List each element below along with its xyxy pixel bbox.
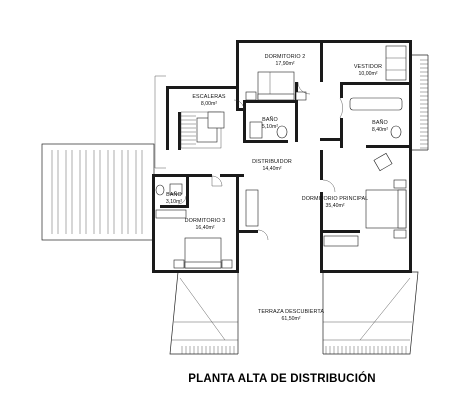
room-bano-3-area: 3,10m² xyxy=(166,199,182,205)
room-dormitorio-principal-area: 35,40m² xyxy=(325,203,344,209)
furniture xyxy=(155,45,407,269)
room-dormitorio-3-name: DORMITORIO 3 xyxy=(185,218,226,224)
right-railing xyxy=(411,54,429,151)
room-labels: DORMITORIO 2 17,90m² VESTIDOR 10,00m² ES… xyxy=(166,54,388,322)
room-dormitorio-2-name: DORMITORIO 2 xyxy=(265,54,306,60)
room-vestidor-area: 10,00m² xyxy=(358,71,377,77)
room-terraza-descubierta-area: 61,50m² xyxy=(281,316,300,322)
room-vestidor-name: VESTIDOR xyxy=(354,64,382,70)
room-escaleras-area: 8,00m² xyxy=(201,101,217,107)
room-bano-2-area: 8,40m² xyxy=(372,127,388,133)
room-bano-3-name: BAÑO xyxy=(166,191,182,198)
room-terraza-descubierta-name: TERRAZA DESCUBIERTA xyxy=(258,309,324,315)
left-canopy xyxy=(41,143,155,241)
room-bano-2-name: BAÑO xyxy=(372,119,388,126)
room-bano-1-area: 5,10m² xyxy=(262,124,278,130)
room-dormitorio-3-area: 16,40m² xyxy=(195,225,214,231)
walls xyxy=(152,40,412,273)
room-dormitorio-principal-name: DORMITORIO PRINCIPAL xyxy=(302,196,369,202)
room-distribuidor-area: 14,40m² xyxy=(262,166,281,172)
room-distribuidor-name: DISTRIBUIDOR xyxy=(252,159,292,165)
room-escaleras-name: ESCALERAS xyxy=(192,94,226,100)
plan-title: PLANTA ALTA DE DISTRIBUCIÓN xyxy=(188,372,375,385)
room-dormitorio-2-area: 17,90m² xyxy=(275,61,294,67)
room-bano-1-name: BAÑO xyxy=(262,116,278,123)
